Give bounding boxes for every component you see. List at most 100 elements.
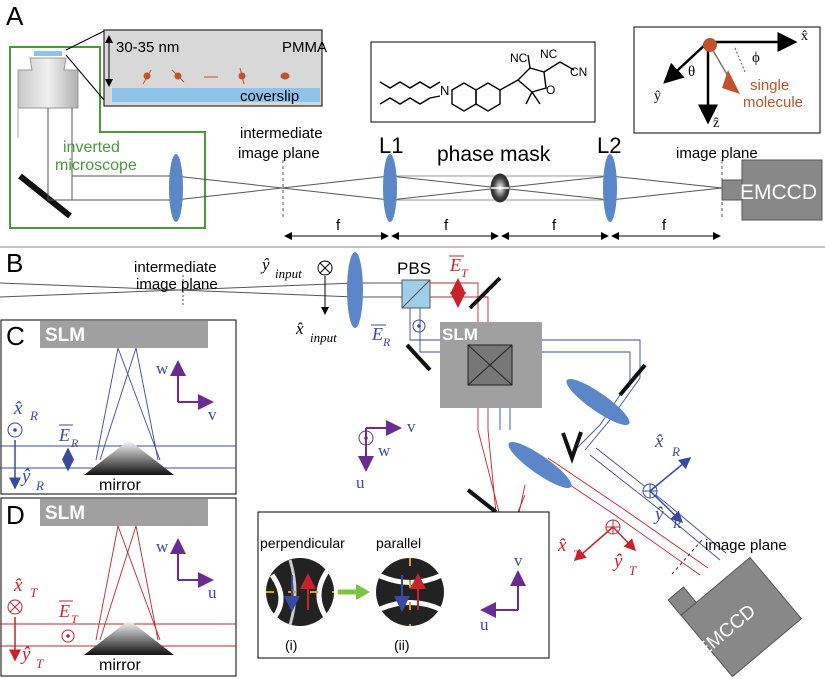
coverslip-label: coverslip <box>240 88 299 105</box>
cross <box>319 262 331 274</box>
phase-mask-label: phase mask <box>437 143 551 166</box>
mirror-b2-icon <box>405 343 432 372</box>
cross <box>9 601 21 613</box>
pattern-ii-icon <box>376 558 444 626</box>
label-i: (i) <box>285 637 297 653</box>
beam <box>609 175 723 189</box>
parallel-label: parallel <box>376 535 421 551</box>
y-t-label-b: ŷ <box>612 551 623 572</box>
e-r-label-c: E <box>58 425 70 445</box>
tube-lens-icon <box>169 154 183 222</box>
label-ii: (ii) <box>394 637 410 653</box>
x-t-label-b: x̂ <box>557 535 567 556</box>
mirror-d-icon <box>84 620 174 655</box>
lens-b-icon <box>347 252 363 328</box>
image-plane-label-b: image plane <box>705 537 787 554</box>
y-t-label-d: ŷ <box>20 644 31 665</box>
emccd-label-a: EMCCD <box>740 181 817 204</box>
panel-label-c: C <box>6 321 25 351</box>
x-r-sub-c: R <box>29 408 38 423</box>
e-r-sub-c: R <box>70 436 79 450</box>
single-molecule-label-1: single <box>750 77 789 94</box>
mirror-b1-icon <box>468 276 502 310</box>
v-label-c: v <box>208 405 217 424</box>
u-label-b: u <box>356 473 365 492</box>
focal-label-1: f <box>336 217 341 234</box>
perpendicular-label: perpendicular <box>260 535 345 551</box>
lens-l1-label: L1 <box>379 133 403 158</box>
panel-label-d: D <box>6 500 25 530</box>
lens-b3-icon <box>508 441 572 489</box>
y-input-sub: input <box>275 266 302 281</box>
single-molecule-label-2: molecule <box>743 94 803 111</box>
e-r-sub: R <box>382 335 391 349</box>
dot <box>13 428 17 432</box>
x-r-arrow <box>649 457 692 492</box>
mirror-b3-icon <box>618 363 647 397</box>
emccd-b-icon <box>667 556 803 678</box>
microscope-label-2: microscope <box>55 157 137 174</box>
beam <box>0 282 356 298</box>
axis-x-label: x̂ <box>801 29 808 44</box>
lens-b2-icon <box>566 378 630 426</box>
phi-label: ϕ <box>752 50 760 66</box>
intermediate-label-b-1: intermediate <box>134 259 217 276</box>
u-label-d: u <box>208 583 217 602</box>
inset-callout <box>65 30 105 51</box>
x-r-label-b: x̂ <box>654 431 664 452</box>
panel-label-a: A <box>6 1 24 31</box>
pbs-label: PBS <box>397 259 431 278</box>
y-t-arrow <box>612 526 637 552</box>
image-plane-line-b <box>671 539 703 575</box>
objective-icon <box>17 57 79 109</box>
dot <box>66 634 70 638</box>
pbs-diagonal <box>401 279 431 309</box>
y-r-label-b: ŷ <box>653 504 664 525</box>
e-t-label: E <box>449 255 461 275</box>
y-r-arrow <box>649 490 684 524</box>
slm-d-label: SLM <box>45 503 85 524</box>
x-r-sub-b: R <box>671 444 680 459</box>
y-input-label: ŷ <box>260 255 270 274</box>
chemical-structure-box <box>370 41 596 123</box>
panel-label-b: B <box>6 248 23 278</box>
lens-l1-icon <box>383 154 397 222</box>
mirror-c-icon <box>84 440 174 475</box>
y-t-sub-d: T <box>36 656 44 671</box>
coverslip-layer <box>112 88 320 102</box>
focal-label-4: f <box>662 217 667 234</box>
beam <box>609 187 723 201</box>
mirror-b4-icon <box>466 488 498 514</box>
green-arrow-head <box>356 584 370 600</box>
objective-coverslip <box>34 51 62 56</box>
x-input-label: x̂ <box>295 319 304 338</box>
e-t-sub: T <box>461 266 469 280</box>
y-r-sub-b: R <box>672 516 681 531</box>
intermediate-label-1: intermediate <box>240 125 323 142</box>
y-r-sub-c: R <box>35 478 44 493</box>
slm-c-label: SLM <box>45 325 85 346</box>
mirror-icon <box>18 173 72 219</box>
x-r-label-c: x̂ <box>13 398 23 419</box>
image-plane-label-a: image plane <box>676 145 758 162</box>
mirror-c-label: mirror <box>99 477 141 494</box>
pattern-i-icon <box>266 558 334 626</box>
mirror-d-label: mirror <box>99 657 141 674</box>
w-label-b: w <box>378 441 391 460</box>
axis-z-label: ẑ <box>713 116 719 131</box>
v-label-b: v <box>407 417 416 436</box>
chem-nc: NC <box>510 51 528 65</box>
focal-label-2: f <box>444 217 449 234</box>
chem-cn: CN <box>570 65 587 79</box>
e-r-label: E <box>371 324 383 344</box>
microscope-label-1: inverted <box>63 139 120 156</box>
thickness-label: 30-35 nm <box>116 39 179 56</box>
chemical-structure-icon <box>379 54 575 112</box>
focal-label-3: f <box>552 217 557 234</box>
orientation-axes <box>663 32 798 125</box>
y-t-sub-b: T <box>629 563 637 578</box>
theta-label: θ <box>688 64 695 80</box>
x-t-sub-d: T <box>30 585 38 600</box>
